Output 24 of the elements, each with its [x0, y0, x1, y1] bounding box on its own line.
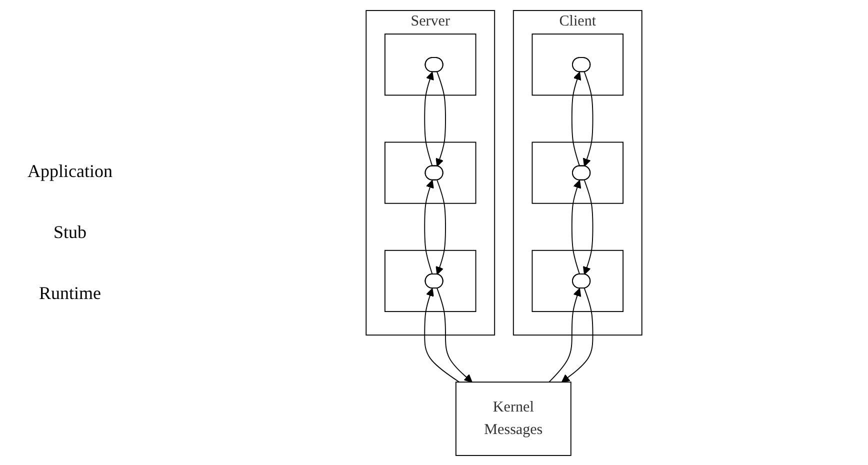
cluster: [384, 141, 476, 204]
layer-label: Stub: [53, 222, 86, 243]
cluster: [532, 249, 624, 312]
cluster: [532, 33, 624, 96]
arrow: [424, 288, 460, 382]
arrow: [436, 287, 472, 382]
arrow: [548, 288, 582, 382]
cluster: Client: [512, 10, 642, 336]
arrow: [561, 287, 594, 382]
cluster: Server: [366, 10, 496, 336]
node-box: Kernel Messages: [455, 381, 572, 456]
cluster: [532, 141, 624, 204]
arrow: [582, 179, 594, 274]
arrow: [436, 71, 446, 166]
layer-label: Runtime: [39, 283, 101, 304]
arrow: [571, 179, 582, 274]
cluster: [384, 33, 476, 96]
cluster: [384, 249, 476, 312]
arrow: [582, 71, 594, 166]
arrow: [424, 71, 434, 166]
arrow: [571, 71, 582, 166]
layer-label: Application: [28, 161, 112, 182]
arrow: [436, 179, 446, 274]
arrow: [424, 179, 434, 274]
